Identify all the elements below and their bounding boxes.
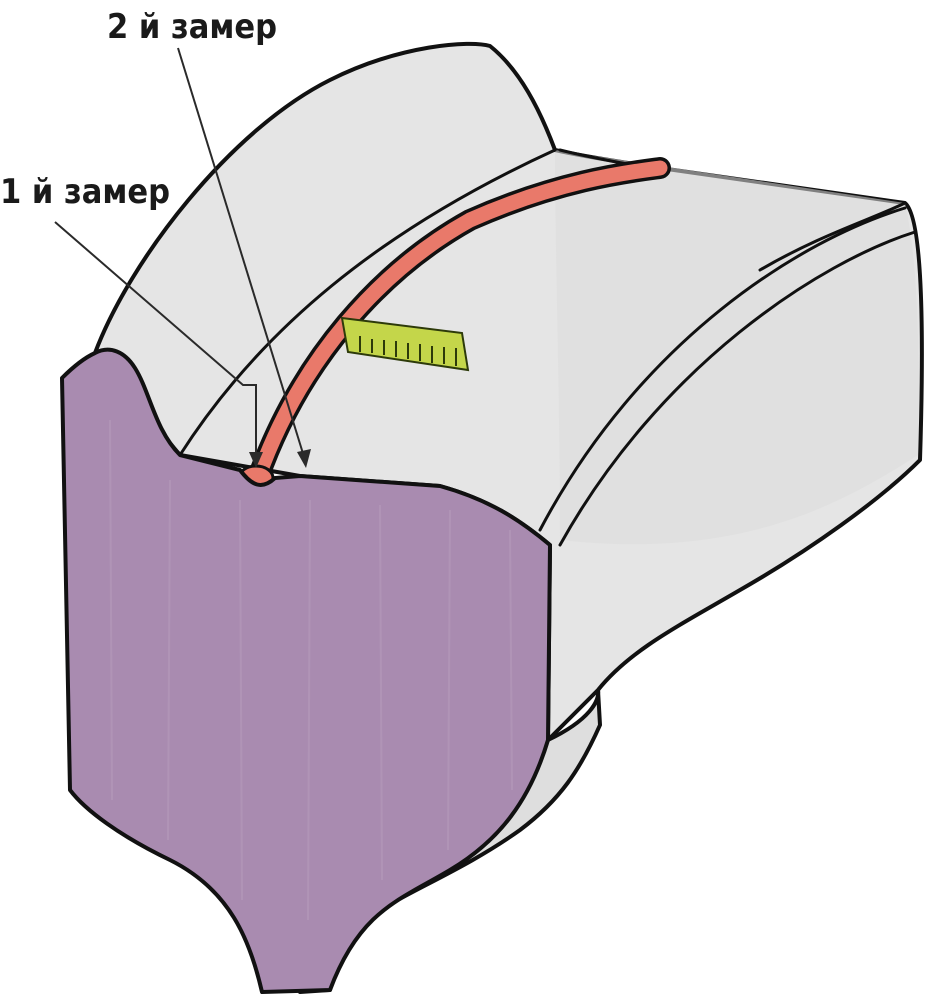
measure-2-label: 2 й замер xyxy=(107,7,277,47)
measure-1-label: 1 й замер xyxy=(0,172,170,212)
tread-shade xyxy=(555,150,919,544)
